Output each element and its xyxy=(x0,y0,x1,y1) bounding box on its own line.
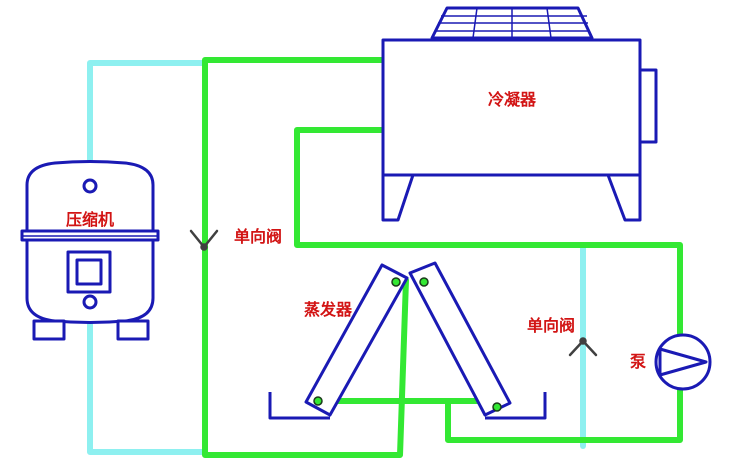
compressor-port-bottom xyxy=(82,294,98,310)
cyan-pipe-compressor-bottom xyxy=(87,300,208,455)
compressor-foot-left xyxy=(32,319,66,341)
check-valve-left-label: 单向阀 xyxy=(234,227,282,246)
condenser-leg-left xyxy=(381,174,415,222)
evaporator-tray-left xyxy=(268,392,330,420)
evaporator-coil-left xyxy=(304,263,409,417)
evaporator-dot-bottom-left xyxy=(313,396,323,406)
evaporator-label: 蒸发器 xyxy=(304,300,353,319)
condenser-grille-lines xyxy=(435,7,590,39)
green-pipes xyxy=(202,57,683,458)
evaporator-dot-top-right xyxy=(419,277,429,287)
check-valve-right xyxy=(568,337,598,357)
compressor-label: 压缩机 xyxy=(66,210,114,229)
pump-body xyxy=(654,333,712,391)
compressor-port-top xyxy=(82,178,98,194)
condenser xyxy=(381,6,658,222)
green-pipe-discharge xyxy=(202,57,409,458)
cyan-pipes xyxy=(87,60,586,455)
pump-label: 泵 xyxy=(629,352,646,371)
compressor-window-inner xyxy=(75,258,103,286)
evaporator-coil-right xyxy=(408,261,512,417)
condenser-box xyxy=(381,38,642,177)
condenser-leg-right xyxy=(606,174,642,222)
check-valve-right-dot xyxy=(579,337,587,345)
evaporator-dot-top-left xyxy=(391,277,401,287)
check-valve-left xyxy=(189,229,219,251)
green-pipe-pump-return xyxy=(445,382,683,443)
check-valve-right-label: 单向阀 xyxy=(527,316,575,335)
cyan-pipe-compressor-top xyxy=(87,60,208,186)
evaporator-connection-dots xyxy=(313,277,502,412)
compressor xyxy=(20,160,160,341)
pump-triangle-icon xyxy=(658,347,708,377)
evaporator xyxy=(268,261,547,420)
condenser-side-panel xyxy=(638,68,658,144)
check-valve-left-dot xyxy=(200,243,208,251)
compressor-foot-right xyxy=(116,319,150,341)
evaporator-tray-right xyxy=(485,392,547,420)
green-pipe-condenser-return xyxy=(294,127,683,343)
condenser-label: 冷凝器 xyxy=(488,90,537,109)
pump xyxy=(654,333,712,391)
evaporator-dot-bottom-right xyxy=(492,402,502,412)
